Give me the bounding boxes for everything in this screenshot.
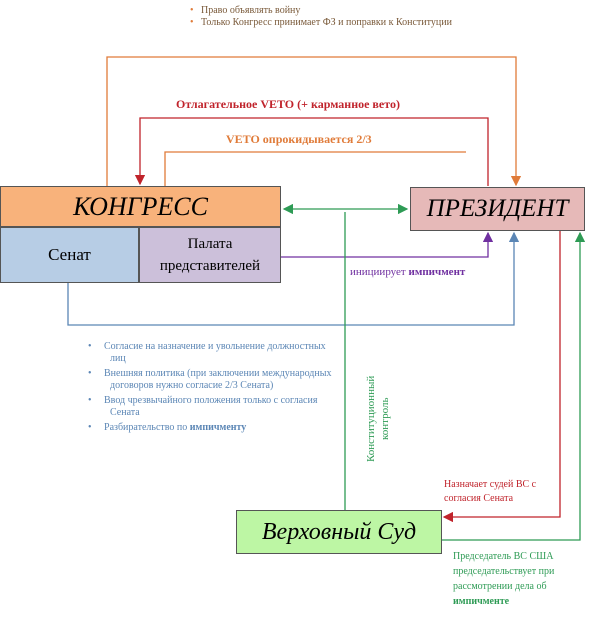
senate-box: Сенат <box>0 227 139 283</box>
list-item: • Внешняя политика (при заключении между… <box>88 368 332 391</box>
veto-label: Отлагательное VETO (+ карманное вето) <box>176 97 400 111</box>
senate-title: Сенат <box>48 245 91 264</box>
senate-powers-list: • Согласие на назначение и увольнение до… <box>88 341 340 434</box>
constitutional-control-label: Конституционный контроль <box>365 375 391 463</box>
congress-powers-list: • Право объявлять войну • Только Конгрес… <box>190 5 480 29</box>
president-box: ПРЕЗИДЕНТ <box>410 187 585 231</box>
congress-title: КОНГРЕСС <box>73 191 208 221</box>
supreme-court-box: Верховный Суд <box>236 510 442 554</box>
list-item: • Только Конгресс принимает ФЗ и поправк… <box>190 17 452 28</box>
chief-justice-label: Председатель ВС США председательствует п… <box>453 551 555 607</box>
president-title: ПРЕЗИДЕНТ <box>426 195 569 222</box>
impeachment-label: инициирует импичмент <box>350 266 466 278</box>
house-box: Палата представителей <box>139 227 281 283</box>
supreme-court-title: Верховный Суд <box>261 518 417 545</box>
senate-powers-connector <box>67 231 520 326</box>
list-item: • Ввод чрезвычайного положения только с … <box>88 395 318 418</box>
congress-box: КОНГРЕСС <box>0 186 281 227</box>
list-item: • Разбирательство по импичменту <box>88 422 247 433</box>
veto-arrow <box>134 117 489 186</box>
list-item: • Право объявлять войну <box>190 5 301 16</box>
house-title: Палата представителей <box>159 236 261 274</box>
list-item: • Согласие на назначение и увольнение до… <box>88 341 326 364</box>
judges-appointment-arrow <box>442 231 561 523</box>
impeachment-arrow <box>281 231 494 258</box>
congress-powers-connector <box>106 56 522 187</box>
judges-label: Назначает судей ВС с согласия Сената <box>444 479 537 504</box>
veto-override-line <box>164 151 466 186</box>
veto-override-label: VETO опрокидывается 2/3 <box>226 132 372 146</box>
chief-justice-arrow <box>442 231 586 541</box>
